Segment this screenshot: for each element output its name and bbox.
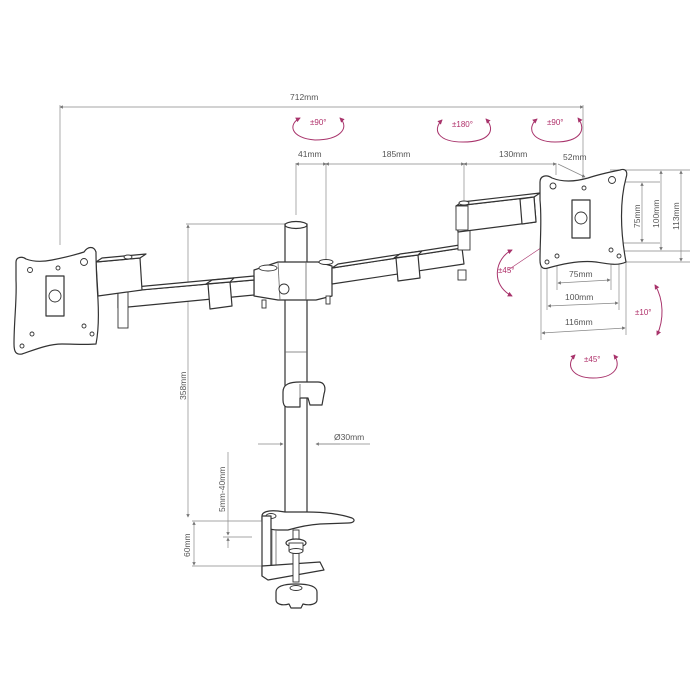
- arm-segment-dimensions: 41mm 185mm 130mm 52mm: [295, 149, 587, 265]
- offset-52-label: 52mm: [563, 152, 587, 162]
- rotation-plate-label: ±45°: [498, 266, 515, 275]
- segment-185-label: 185mm: [382, 149, 410, 159]
- pole-height-label: 358mm: [178, 372, 188, 400]
- rotation-tilt-label: ±10°: [635, 308, 652, 317]
- vesa-75-vertical-label: 75mm: [632, 204, 642, 228]
- rotation-head-label: ±90°: [547, 118, 564, 127]
- rotation-pole-arm: ±90°: [292, 117, 345, 141]
- overall-width-dimension: 712mm: [59, 92, 584, 245]
- rotation-tilt: ±10°: [635, 284, 663, 336]
- left-vesa-plate: [13, 246, 99, 355]
- clamp-thickness-label: 5mm-40mm: [217, 467, 227, 512]
- cable-clip: [282, 381, 326, 408]
- central-hub: [253, 259, 334, 309]
- overall-width-label: 712mm: [290, 92, 318, 102]
- left-upper-arm: [95, 253, 147, 297]
- right-upper-arm: [455, 192, 541, 251]
- rotation-pole-arm-label: ±90°: [310, 118, 327, 127]
- rotation-head: ±90°: [531, 117, 583, 143]
- plate-116-label: 116mm: [565, 317, 593, 327]
- desk-clamp: [261, 510, 355, 609]
- right-vesa-plate: [539, 168, 628, 270]
- plate-113-label: 113mm: [671, 202, 681, 230]
- pole-height-dimension: 358mm: [178, 223, 290, 518]
- clamp-height-label: 60mm: [182, 533, 192, 557]
- vesa-75-horizontal-label: 75mm: [569, 269, 593, 279]
- rotation-mid-joint: ±180°: [437, 118, 491, 143]
- pole-diameter-dimension: Ø30mm: [258, 432, 370, 446]
- rotation-pan: ±45°: [570, 354, 619, 379]
- vesa-100-vertical-label: 100mm: [651, 200, 661, 228]
- segment-130-label: 130mm: [499, 149, 527, 159]
- clamp-thickness-dimension: 5mm-40mm: [217, 452, 252, 548]
- offset-41-label: 41mm: [298, 149, 322, 159]
- main-crossbar: [117, 243, 467, 329]
- rotation-mid-joint-label: ±180°: [452, 120, 473, 129]
- pole-diameter-label: Ø30mm: [334, 432, 364, 442]
- clamp-height-dimension: 60mm: [182, 520, 262, 567]
- rotation-pan-label: ±45°: [584, 355, 601, 364]
- vesa-100-horizontal-label: 100mm: [565, 292, 593, 302]
